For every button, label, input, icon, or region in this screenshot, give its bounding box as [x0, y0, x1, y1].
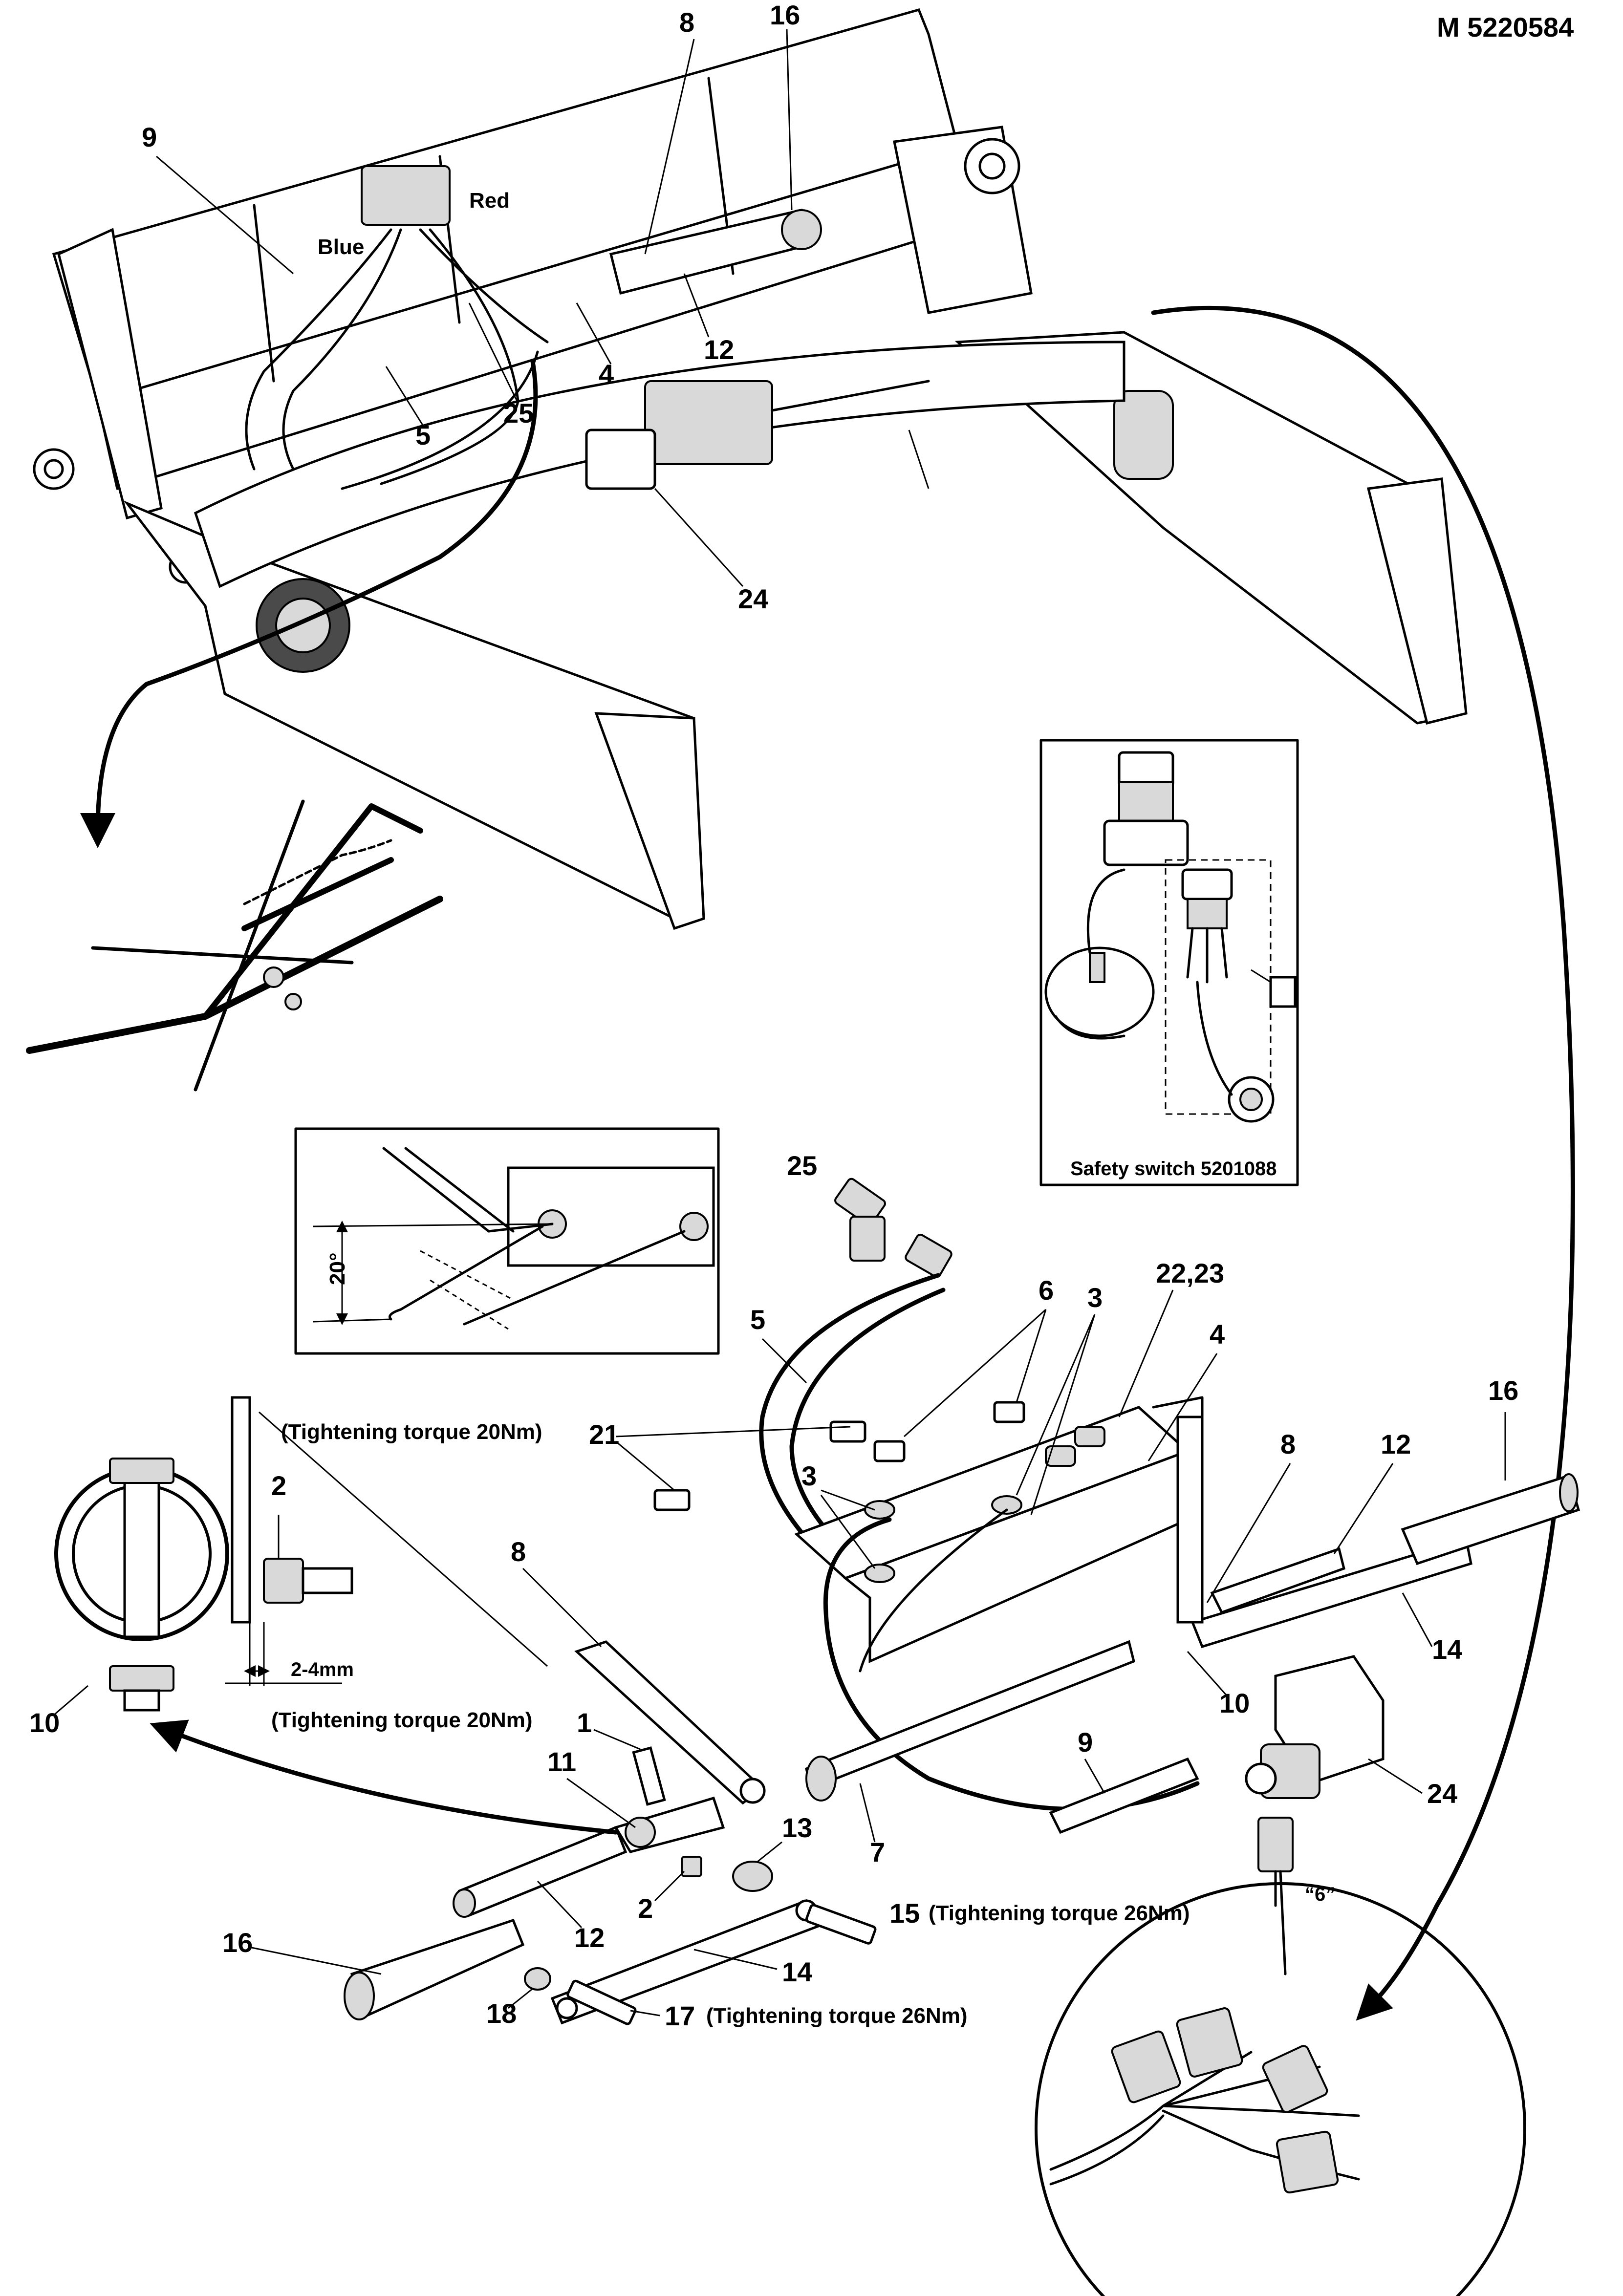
callout-1: 1: [577, 1707, 592, 1738]
callout-16: 16: [770, 0, 800, 30]
callout-14: 14: [1432, 1634, 1462, 1665]
callout-21: 21: [589, 1419, 619, 1450]
callout-12b: 12: [1381, 1429, 1411, 1459]
loader-frame: [33, 8, 1575, 2021]
callout-9: 9: [142, 122, 157, 152]
torque-note-clamp-bottom: (Tightening torque 20Nm): [271, 1708, 533, 1732]
callout-8b: 8: [1280, 1429, 1296, 1459]
callout-13: 13: [782, 1812, 812, 1843]
callout-22-23: 22,23: [1156, 1258, 1224, 1288]
callout-16c: 16: [222, 1927, 253, 1958]
callout-18: 18: [486, 1998, 517, 2029]
clamp-detail: 2-4mm 2 10 (Tightening torque 20Nm) (Tig…: [29, 1396, 548, 1738]
upper-callouts: 8 16 9 Red Blue 12 4 5 25 24: [142, 0, 800, 614]
callout-5b: 5: [750, 1304, 765, 1335]
pedal-angle-inset: 20°: [294, 1127, 720, 1355]
callout-15: 15: [889, 1898, 920, 1929]
callout-3b: 3: [801, 1460, 817, 1491]
angle-label: 20°: [325, 1252, 349, 1285]
torque-note-17: (Tightening torque 26Nm): [706, 2004, 968, 2028]
callout-11: 11: [547, 1746, 576, 1777]
callout-9b: 9: [1078, 1727, 1093, 1758]
solenoid-valve: [1245, 1655, 1385, 1975]
callout-17: 17: [665, 2000, 695, 2031]
right-arm-slot: [1113, 390, 1174, 480]
callout-8c: 8: [511, 1536, 526, 1567]
callout-25b: 25: [787, 1150, 817, 1181]
pivot-left: [33, 448, 75, 490]
callout-3: 3: [1087, 1282, 1103, 1313]
drawing-number: M 5220584: [1437, 12, 1574, 43]
wire-label-blue: Blue: [318, 235, 364, 259]
callout-12c: 12: [574, 1922, 605, 1953]
lower-callouts: 25 6 3 22,23 4 5 21 3 16 8 12 14 10 9 24…: [222, 1150, 1518, 2031]
valve-block-red-blue: [361, 165, 451, 226]
callout-4: 4: [599, 359, 614, 389]
safety-switch-caption: Safety switch 5201088: [1070, 1158, 1277, 1180]
wire-label-red: Red: [469, 189, 510, 213]
callout-25: 25: [503, 398, 534, 429]
callout-24: 24: [738, 583, 768, 614]
callout-14b: 14: [782, 1956, 812, 1987]
callout-6: 6: [1039, 1275, 1054, 1306]
safety-switch-inset: Safety switch 5201088: [1039, 739, 1299, 1186]
torque-note-15: (Tightening torque 26Nm): [929, 1901, 1190, 1925]
callout-16b: 16: [1488, 1375, 1518, 1406]
callout-24b: 24: [1427, 1778, 1457, 1809]
clamp-callout-2: 2: [271, 1470, 286, 1501]
callout-8: 8: [679, 7, 694, 38]
gap-label: 2-4mm: [291, 1659, 354, 1680]
control-valve: [585, 380, 930, 490]
callout-7: 7: [870, 1837, 885, 1867]
connector-detail: [1035, 1882, 1526, 2296]
lower-exploded-parts: [150, 1178, 1580, 2025]
callout-12: 12: [704, 334, 734, 365]
callout-4b: 4: [1210, 1319, 1225, 1350]
callout-2: 2: [638, 1893, 653, 1924]
removed-pedal-linkage: [26, 799, 443, 1092]
torque-note-clamp-top: (Tightening torque 20Nm): [281, 1420, 542, 1444]
clamp-callout-10: 10: [29, 1707, 60, 1738]
pivot-right: [964, 138, 1020, 194]
